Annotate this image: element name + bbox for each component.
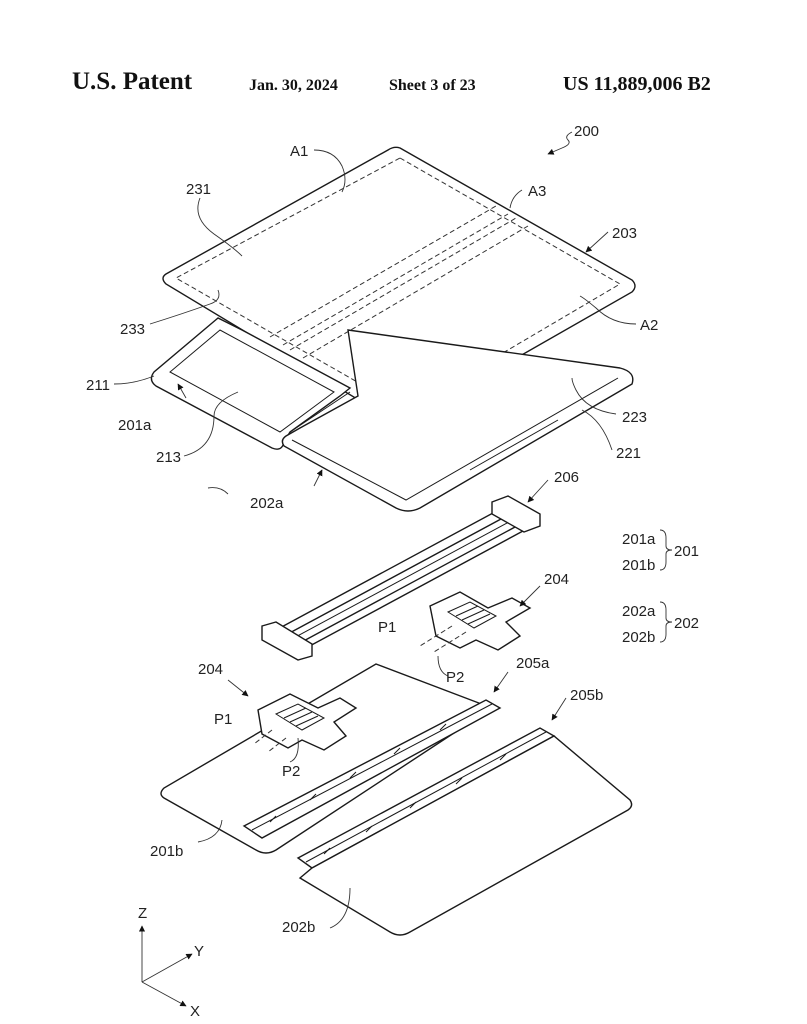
legend-group-201: 201a 201b 201 — [622, 529, 699, 574]
leader-lines — [113, 149, 637, 929]
brace-202 — [659, 601, 673, 643]
axis-label-x: X — [190, 1003, 200, 1020]
label-P1-right: P1 — [378, 619, 396, 636]
label-201a: 201a — [118, 417, 152, 434]
part-arrows — [177, 231, 609, 721]
legend-ref-202: 202 — [674, 615, 699, 632]
label-213: 213 — [156, 449, 181, 466]
brace-201 — [659, 529, 673, 571]
label-A2: A2 — [640, 317, 658, 334]
assembly-reference-arrow — [547, 131, 573, 155]
label-202a: 202a — [250, 495, 284, 512]
hinge-204-right — [419, 591, 532, 653]
x-axis-arrow — [141, 981, 187, 1007]
label-205a: 205a — [516, 655, 550, 672]
label-231: 231 — [186, 181, 211, 198]
y-axis-arrow — [141, 953, 193, 983]
label-233: 233 — [120, 321, 145, 338]
label-223: 223 — [622, 409, 647, 426]
reference-labels: 200 203 A1 A2 A3 231 233 211 201a 213 22… — [86, 123, 658, 936]
support-strip-205a — [242, 699, 502, 839]
label-206: 206 — [554, 469, 579, 486]
label-204-left: 204 — [198, 661, 223, 678]
axis-label-y: Y — [194, 943, 204, 960]
housing-frame-202a — [281, 329, 634, 512]
flexible-cable-206 — [261, 495, 541, 661]
legend-201b: 201b — [622, 557, 655, 574]
hinge-204-left — [253, 693, 358, 753]
patent-number: US 11,889,006 B2 — [563, 73, 711, 95]
label-211: 211 — [86, 377, 110, 394]
axis-label-z: Z — [138, 905, 147, 922]
legend-202a: 202a — [622, 603, 656, 620]
label-203: 203 — [612, 225, 637, 242]
label-A1: A1 — [290, 143, 308, 160]
support-plate-202b — [298, 735, 633, 936]
label-200: 200 — [574, 123, 599, 140]
label-P2-right: P2 — [446, 669, 464, 686]
label-205b: 205b — [570, 687, 603, 704]
label-204-right: 204 — [544, 571, 569, 588]
label-201b: 201b — [150, 843, 183, 860]
legend-group-202: 202a 202b 202 — [622, 601, 699, 646]
legend-201a: 201a — [622, 531, 656, 548]
patent-date: Jan. 30, 2024 — [249, 77, 338, 94]
sheet-number: Sheet 3 of 23 — [389, 77, 476, 94]
label-202b: 202b — [282, 919, 315, 936]
label-P1-left: P1 — [214, 711, 232, 728]
label-P2-left: P2 — [282, 763, 300, 780]
coordinate-axes: Z Y X — [138, 905, 204, 1020]
label-221: 221 — [616, 445, 641, 462]
label-A3: A3 — [528, 183, 546, 200]
patent-title: U.S. Patent — [72, 68, 193, 95]
legend-202b: 202b — [622, 629, 655, 646]
legend-ref-201: 201 — [674, 543, 699, 560]
support-plate-201b — [160, 663, 494, 854]
